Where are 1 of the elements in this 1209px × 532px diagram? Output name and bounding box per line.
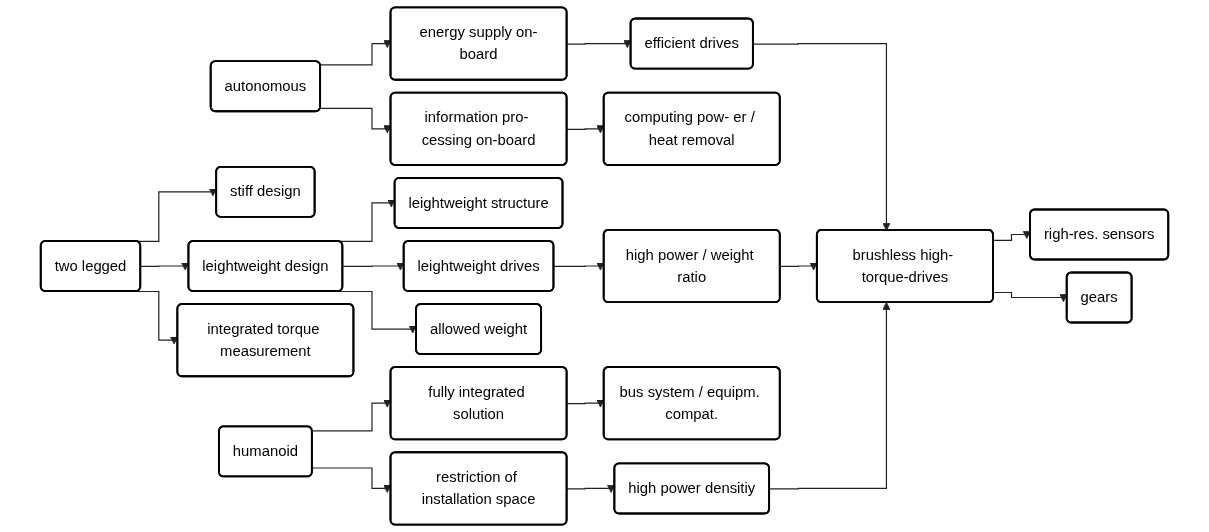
arrow bbox=[992, 230, 1031, 242]
